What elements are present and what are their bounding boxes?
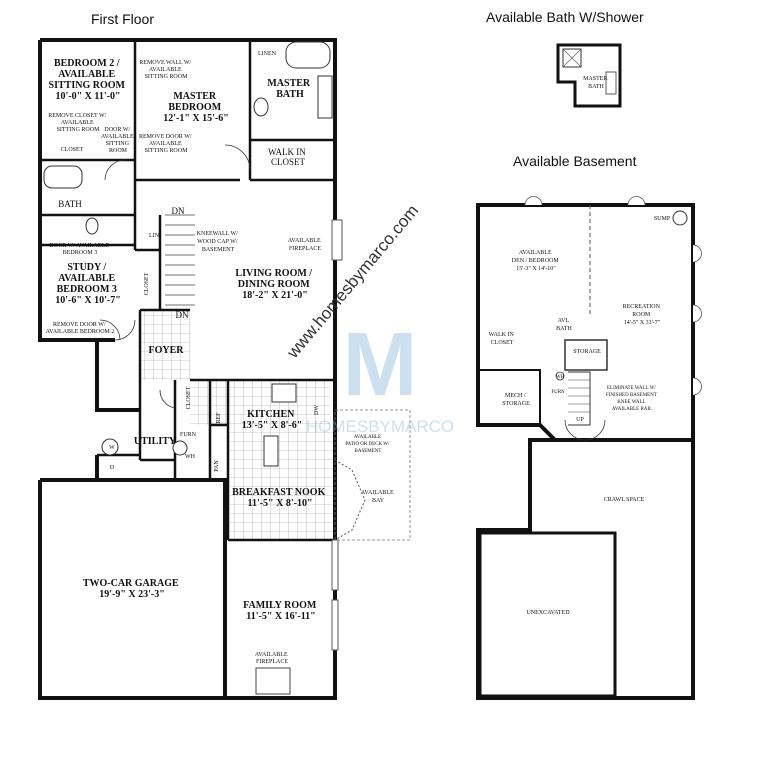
up-label: UP [576,417,584,423]
breakfast-nook-label: BREAKFAST NOOK 11'-5" X 8'-10" [232,487,328,509]
storage-label: STORAGE [573,349,601,355]
walk-in-closet-label: WALK IN CLOSET [268,147,308,167]
watermark-logo-text: HOMESBYMARCO [306,417,454,436]
closet-label: CLOSET [61,147,84,153]
basement-plan: SUMP AVAILABLE DEN / BEDROOM 15'-3" X 14… [476,196,702,700]
living-room-label: LIVING ROOM / DINING ROOM 18'-2" X 21'-0… [235,268,314,301]
windows [331,219,343,651]
patio-note: AVAILABLE PATIO OR DECK W/ BASEMENT [345,435,390,454]
furn-label: FURN [180,432,197,438]
unexcavated-label: UNEXCAVATED [526,610,570,616]
master-bath-label: MASTER BATH [267,78,312,100]
den-label: AVAILABLE DEN / BEDROOM 15'-3" X 14'-10" [512,250,561,272]
first-floor-title: First Floor [91,11,154,27]
patio-outline [334,409,411,541]
crawl-space-label: CRAWL SPACE [604,497,645,503]
avl-bath-label: AVL BATH [556,318,572,332]
door-sitting-note: DOOR W/ AVAILABLE SITTING ROOM [101,127,135,154]
fireplace-note: AVAILABLE FIREPLACE [288,238,322,252]
bedroom2-label: BEDROOM 2 / AVAILABLE SITTING ROOM 10'-0… [49,58,128,102]
watermark-logo-letter: M [343,315,418,415]
linen-label: LINEN [258,51,277,57]
remove-door-bedroom2-note: REMOVE DOOR W/ AVAILABLE BEDROOM 2 [46,322,115,335]
kitchen-tile [190,380,330,425]
kitchen-label: KITCHEN 13'-5" X 8'-6" [242,409,303,431]
master-bath-fixtures [43,41,333,467]
family-fireplace [255,667,291,695]
sump-label: SUMP [654,216,671,222]
bay-note: AVAILABLE BAY [361,490,395,504]
eliminate-wall-note: ELIMINATE WALL W/ FINISHED BASEMENT KNEE… [606,386,658,412]
dw-label: DW [314,405,320,415]
pan-label: PAN [214,460,220,472]
master-bedroom-label: MASTER BEDROOM 12'-1" X 15'-6" [163,91,229,124]
dryer-label: D [110,465,115,471]
study-label: STUDY / AVAILABLE BEDROOM 3 10'-6" X 10'… [55,262,121,306]
available-bay [334,459,366,541]
foyer-label: FOYER [149,345,185,356]
bath-option-label: MASTER BATH [583,76,609,90]
wh-label: WH [185,454,196,460]
utility-label: UTILITY [134,436,177,447]
watermark-logo: M HOMESBYMARCO [306,315,454,436]
study-closet-label: CLOSET [144,272,150,295]
bath-option-plan: MASTER BATH [556,43,622,108]
basement-furn-label: FURN [551,390,565,395]
garage-floor [40,480,225,695]
door-swings [99,144,251,409]
bath-label: BATH [58,199,82,209]
foyer-tile [140,310,190,380]
dn-label-top: DN [172,206,185,216]
basement-window-wells [524,196,702,396]
first-floor-closet-label: CLOSET [186,386,192,409]
washer-label: W [109,445,115,451]
breakfast-nook-tile [228,425,333,540]
bath-option-title: Available Bath W/Shower [486,9,644,25]
basement-closet-label: WALK IN CLOSET [489,332,516,346]
first-floor-plan: BEDROOM 2 / AVAILABLE SITTING ROOM 10'-0… [38,38,411,700]
ref-label: REF [216,412,222,424]
basement-wh-label: WH [556,375,565,380]
mech-label: MECH / STORAGE [502,393,530,407]
lin-label: LIN [149,233,160,239]
basement-title: Available Basement [513,153,637,169]
basement-stairs [568,379,590,413]
remove-closet-note: REMOVE CLOSET W/ AVAILABLE SITTING ROOM [48,113,108,133]
garage-label: TWO-CAR GARAGE 19'-9" X 23'-3" [83,578,181,600]
remove-wall-note: REMOVE WALL W/ AVAILABLE SITTING ROOM [139,60,192,80]
kneewall-note: KNEEWALL W/ WOOD CAP W/ BASEMENT [197,231,240,253]
family-room-label: FAMILY ROOM 11'-5" X 16'-11" [243,600,319,622]
remove-door-note: REMOVE DOOR W/ AVAILABLE SITTING ROOM [139,134,193,154]
interior-walls [40,40,335,542]
door-bedroom3-note: DOOR W/ AVAILABLE BEDROOM 3 [49,243,110,256]
dn-label-bottom: DN [176,310,189,320]
recreation-label: RECREATION ROOM 14'-5" X 33'-7" [623,304,662,326]
stairs [165,214,195,306]
family-fireplace-note: AVAILABLE FIREPLACE [255,652,289,665]
